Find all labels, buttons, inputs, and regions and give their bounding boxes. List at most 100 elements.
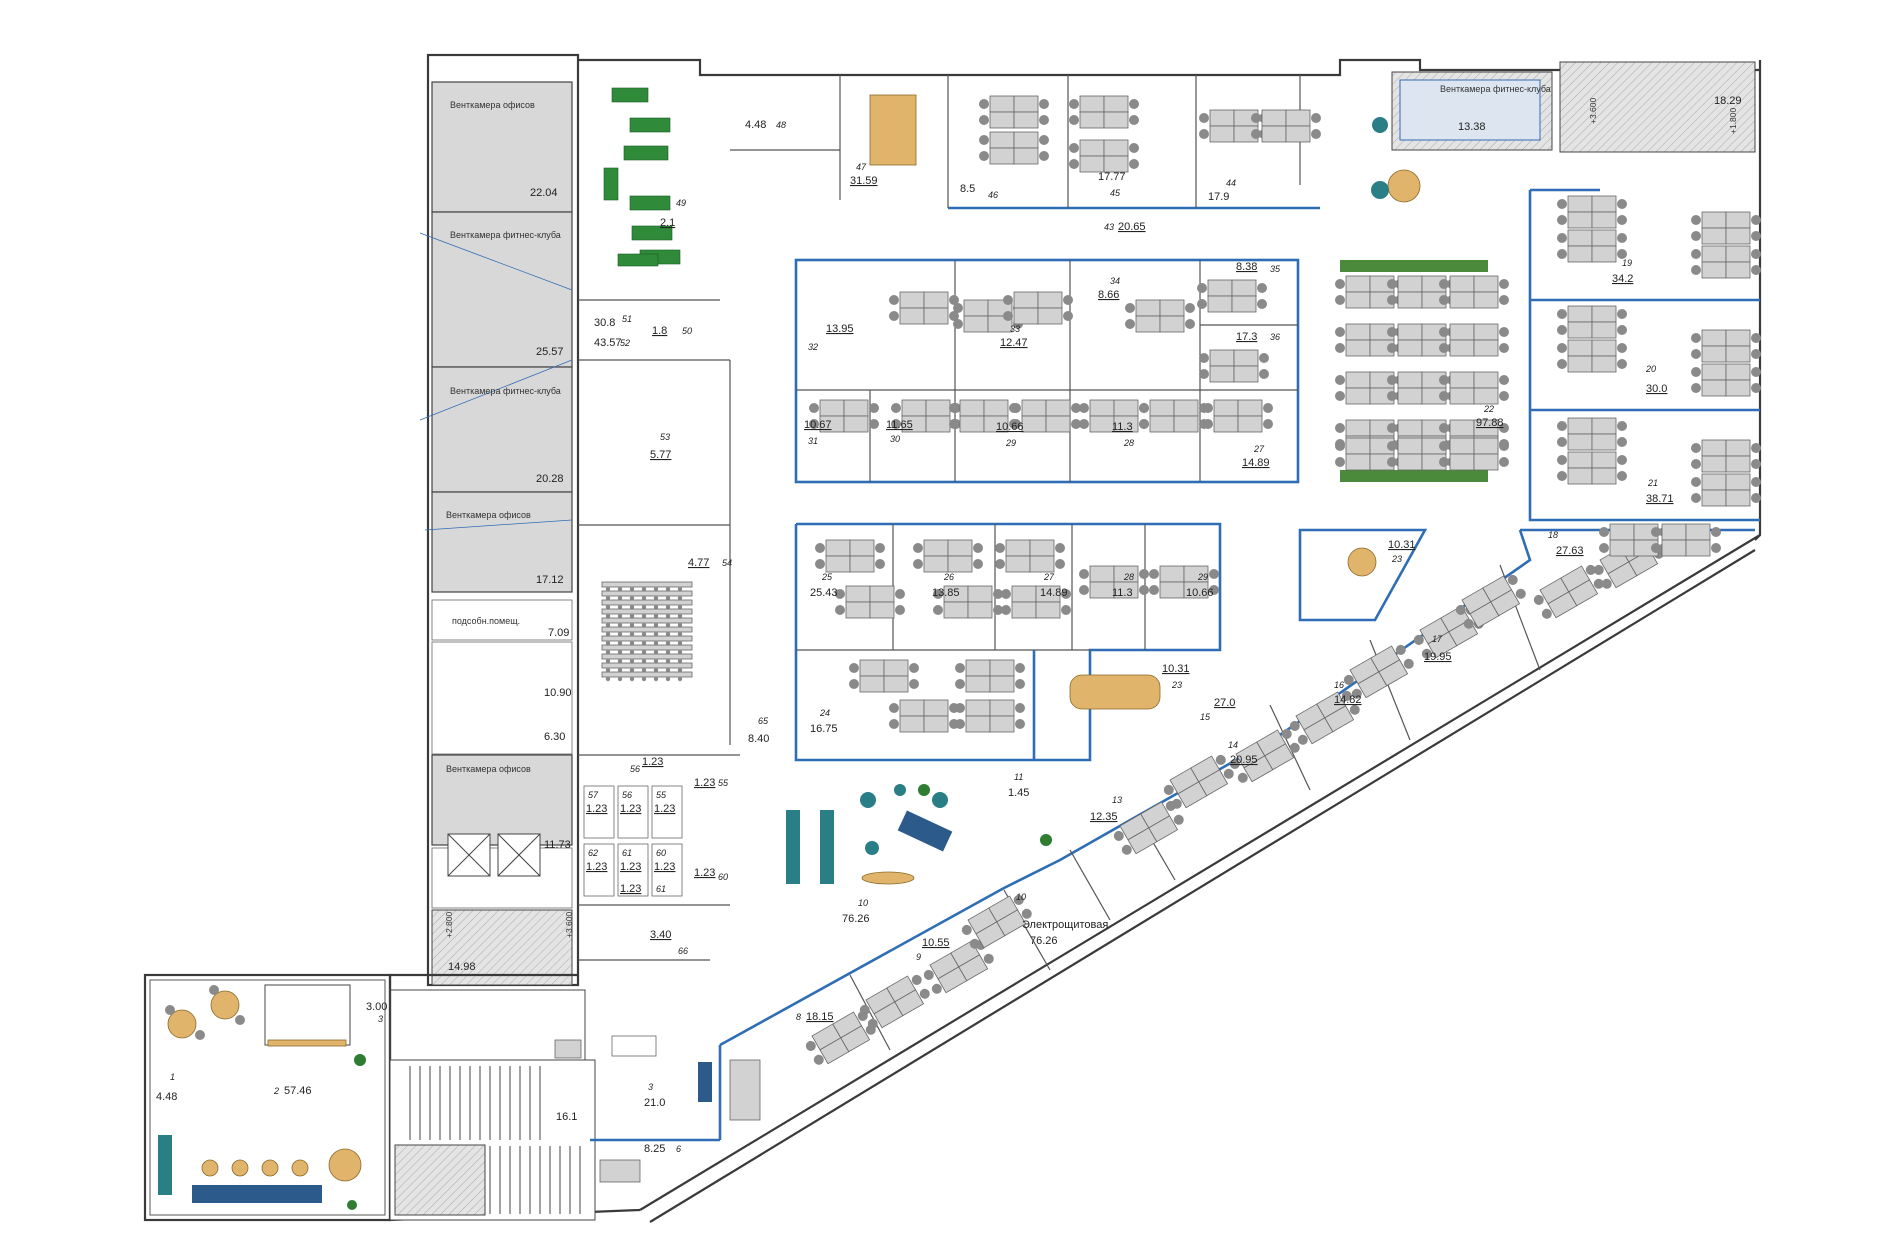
green-table-685	[629, 195, 671, 211]
vent-label-4: Венткамера офисов	[446, 510, 531, 520]
chair-373	[1071, 403, 1081, 413]
classroom-chair-694	[653, 586, 659, 592]
desk-250	[1449, 419, 1475, 437]
desk-46	[1591, 321, 1617, 339]
chair-245	[1387, 423, 1397, 433]
room-3-area: 3.00	[366, 1001, 387, 1013]
room-54-area: 1.23	[642, 756, 663, 768]
wc-stall-783	[651, 785, 683, 839]
desk-415	[869, 601, 895, 619]
desk-450	[1011, 601, 1037, 619]
chair-533	[1069, 99, 1079, 109]
desk-153	[1345, 291, 1371, 309]
chair-461	[1079, 569, 1089, 579]
desk-403	[825, 539, 851, 557]
chair-338	[1259, 369, 1269, 379]
room-24-num: 23	[1171, 680, 1182, 690]
desk-667	[1568, 579, 1599, 607]
desk-513	[989, 111, 1015, 129]
wc-stall-num-790: 61	[622, 848, 632, 858]
desk-pair-24	[1557, 195, 1627, 229]
wc-stall-area-782: 1.23	[620, 803, 641, 815]
chair-300	[953, 319, 963, 329]
room-24-area: 10.31	[1162, 663, 1190, 675]
room-53-num: 55	[718, 778, 729, 788]
middle-left	[578, 299, 740, 961]
room-28-area: 14.89	[1040, 587, 1068, 599]
room-52-area: 4.77	[688, 557, 709, 569]
pouf-2	[1371, 181, 1389, 199]
room-8-num: 9	[916, 952, 921, 962]
wc-stall-area-785: 1.23	[654, 803, 675, 815]
chair-48	[1557, 325, 1567, 335]
room-6-num: 6	[676, 1144, 681, 1154]
classroom-chair-770	[605, 676, 611, 682]
chair-608	[1173, 814, 1184, 825]
desk-475	[859, 659, 885, 677]
chair-85	[1751, 215, 1761, 225]
chair-536	[1129, 115, 1139, 125]
desk-71	[1591, 451, 1617, 469]
classroom-chair-771	[617, 676, 623, 682]
desk-pair-447	[1001, 585, 1071, 619]
chair-669	[1541, 608, 1552, 619]
chair-473	[1209, 585, 1219, 595]
wc-stall-area-794: 1.23	[654, 861, 675, 873]
chair-569	[805, 1040, 816, 1051]
chair-662	[1515, 588, 1526, 599]
chair-599	[1021, 908, 1032, 919]
classroom-desk-721	[601, 617, 693, 624]
desk-pair-429	[933, 585, 1003, 619]
room-2-area: 57.46	[284, 1085, 312, 1097]
chair-398	[1203, 403, 1213, 413]
room-47-area: 2.1	[660, 217, 675, 229]
desk-368	[1045, 399, 1071, 417]
chair-149	[1711, 543, 1721, 553]
desk-225	[1449, 387, 1475, 405]
chair-310	[1063, 295, 1073, 305]
chair-202	[1499, 327, 1509, 337]
chair-308	[1003, 295, 1013, 305]
desk-pair-285	[889, 291, 959, 325]
desk-557	[1285, 109, 1311, 127]
chair-498	[955, 679, 965, 689]
chair-590	[983, 953, 994, 964]
room-49-num: 51	[622, 314, 632, 324]
chair-59	[1617, 359, 1627, 369]
open-space-22	[1340, 260, 1488, 482]
desk-35	[1591, 229, 1617, 247]
chair-552	[1199, 129, 1209, 139]
desk-414	[845, 601, 871, 619]
room-59-area: 1.23	[620, 883, 641, 895]
chair-65	[1557, 421, 1567, 431]
chair-148	[1711, 527, 1721, 537]
chair-660	[1463, 618, 1474, 629]
room-36-num: 32	[808, 342, 818, 352]
room-45-num: 47	[856, 162, 867, 172]
chair-41	[1617, 249, 1627, 259]
chair-506	[955, 703, 965, 713]
chair-122	[1751, 459, 1761, 469]
desk-pair-96	[1691, 329, 1761, 363]
chair-57	[1557, 359, 1567, 369]
room-46-area: 4.48	[745, 119, 766, 131]
chair-209	[1335, 375, 1345, 385]
room-35-area: 10.67	[804, 419, 832, 431]
desk-63	[1567, 433, 1593, 451]
desk-349	[901, 399, 927, 417]
desk-404	[849, 539, 875, 557]
desk-358	[959, 399, 985, 417]
wc-block	[431, 641, 573, 755]
room-51-area: 5.77	[650, 449, 671, 461]
desk-504	[965, 715, 991, 733]
classroom-chair-754	[605, 658, 611, 664]
chair-173	[1439, 279, 1449, 289]
chair-363	[949, 419, 959, 429]
chair-336	[1199, 369, 1209, 379]
room-52-num: 54	[722, 558, 732, 568]
chair-30	[1557, 215, 1567, 225]
desk-pair-618	[1229, 728, 1300, 783]
chair-374	[1071, 419, 1081, 429]
classroom-chair-716	[629, 613, 635, 619]
desk-459	[1089, 581, 1115, 599]
